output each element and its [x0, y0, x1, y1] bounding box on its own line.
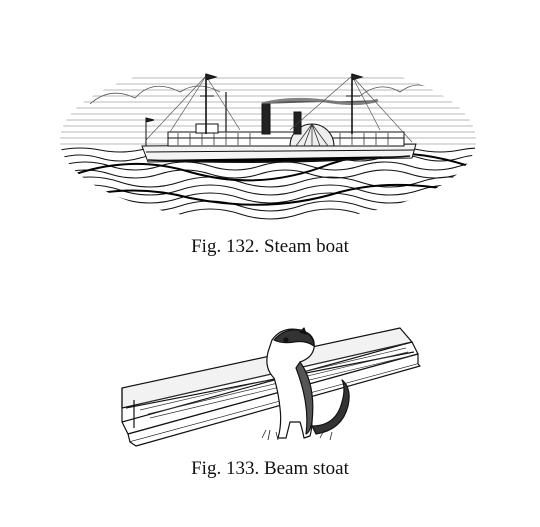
steamboat-illustration [60, 73, 476, 220]
figure-caption: Fig. 133. Beam stoat [191, 458, 349, 479]
figure-caption: Fig. 132. Steam boat [191, 236, 349, 257]
beam-stoat-illustration [121, 327, 421, 447]
figure-132: Fig. 132. Steam boat [60, 73, 476, 257]
figure-133: Fig. 133. Beam stoat [0, 300, 540, 527]
